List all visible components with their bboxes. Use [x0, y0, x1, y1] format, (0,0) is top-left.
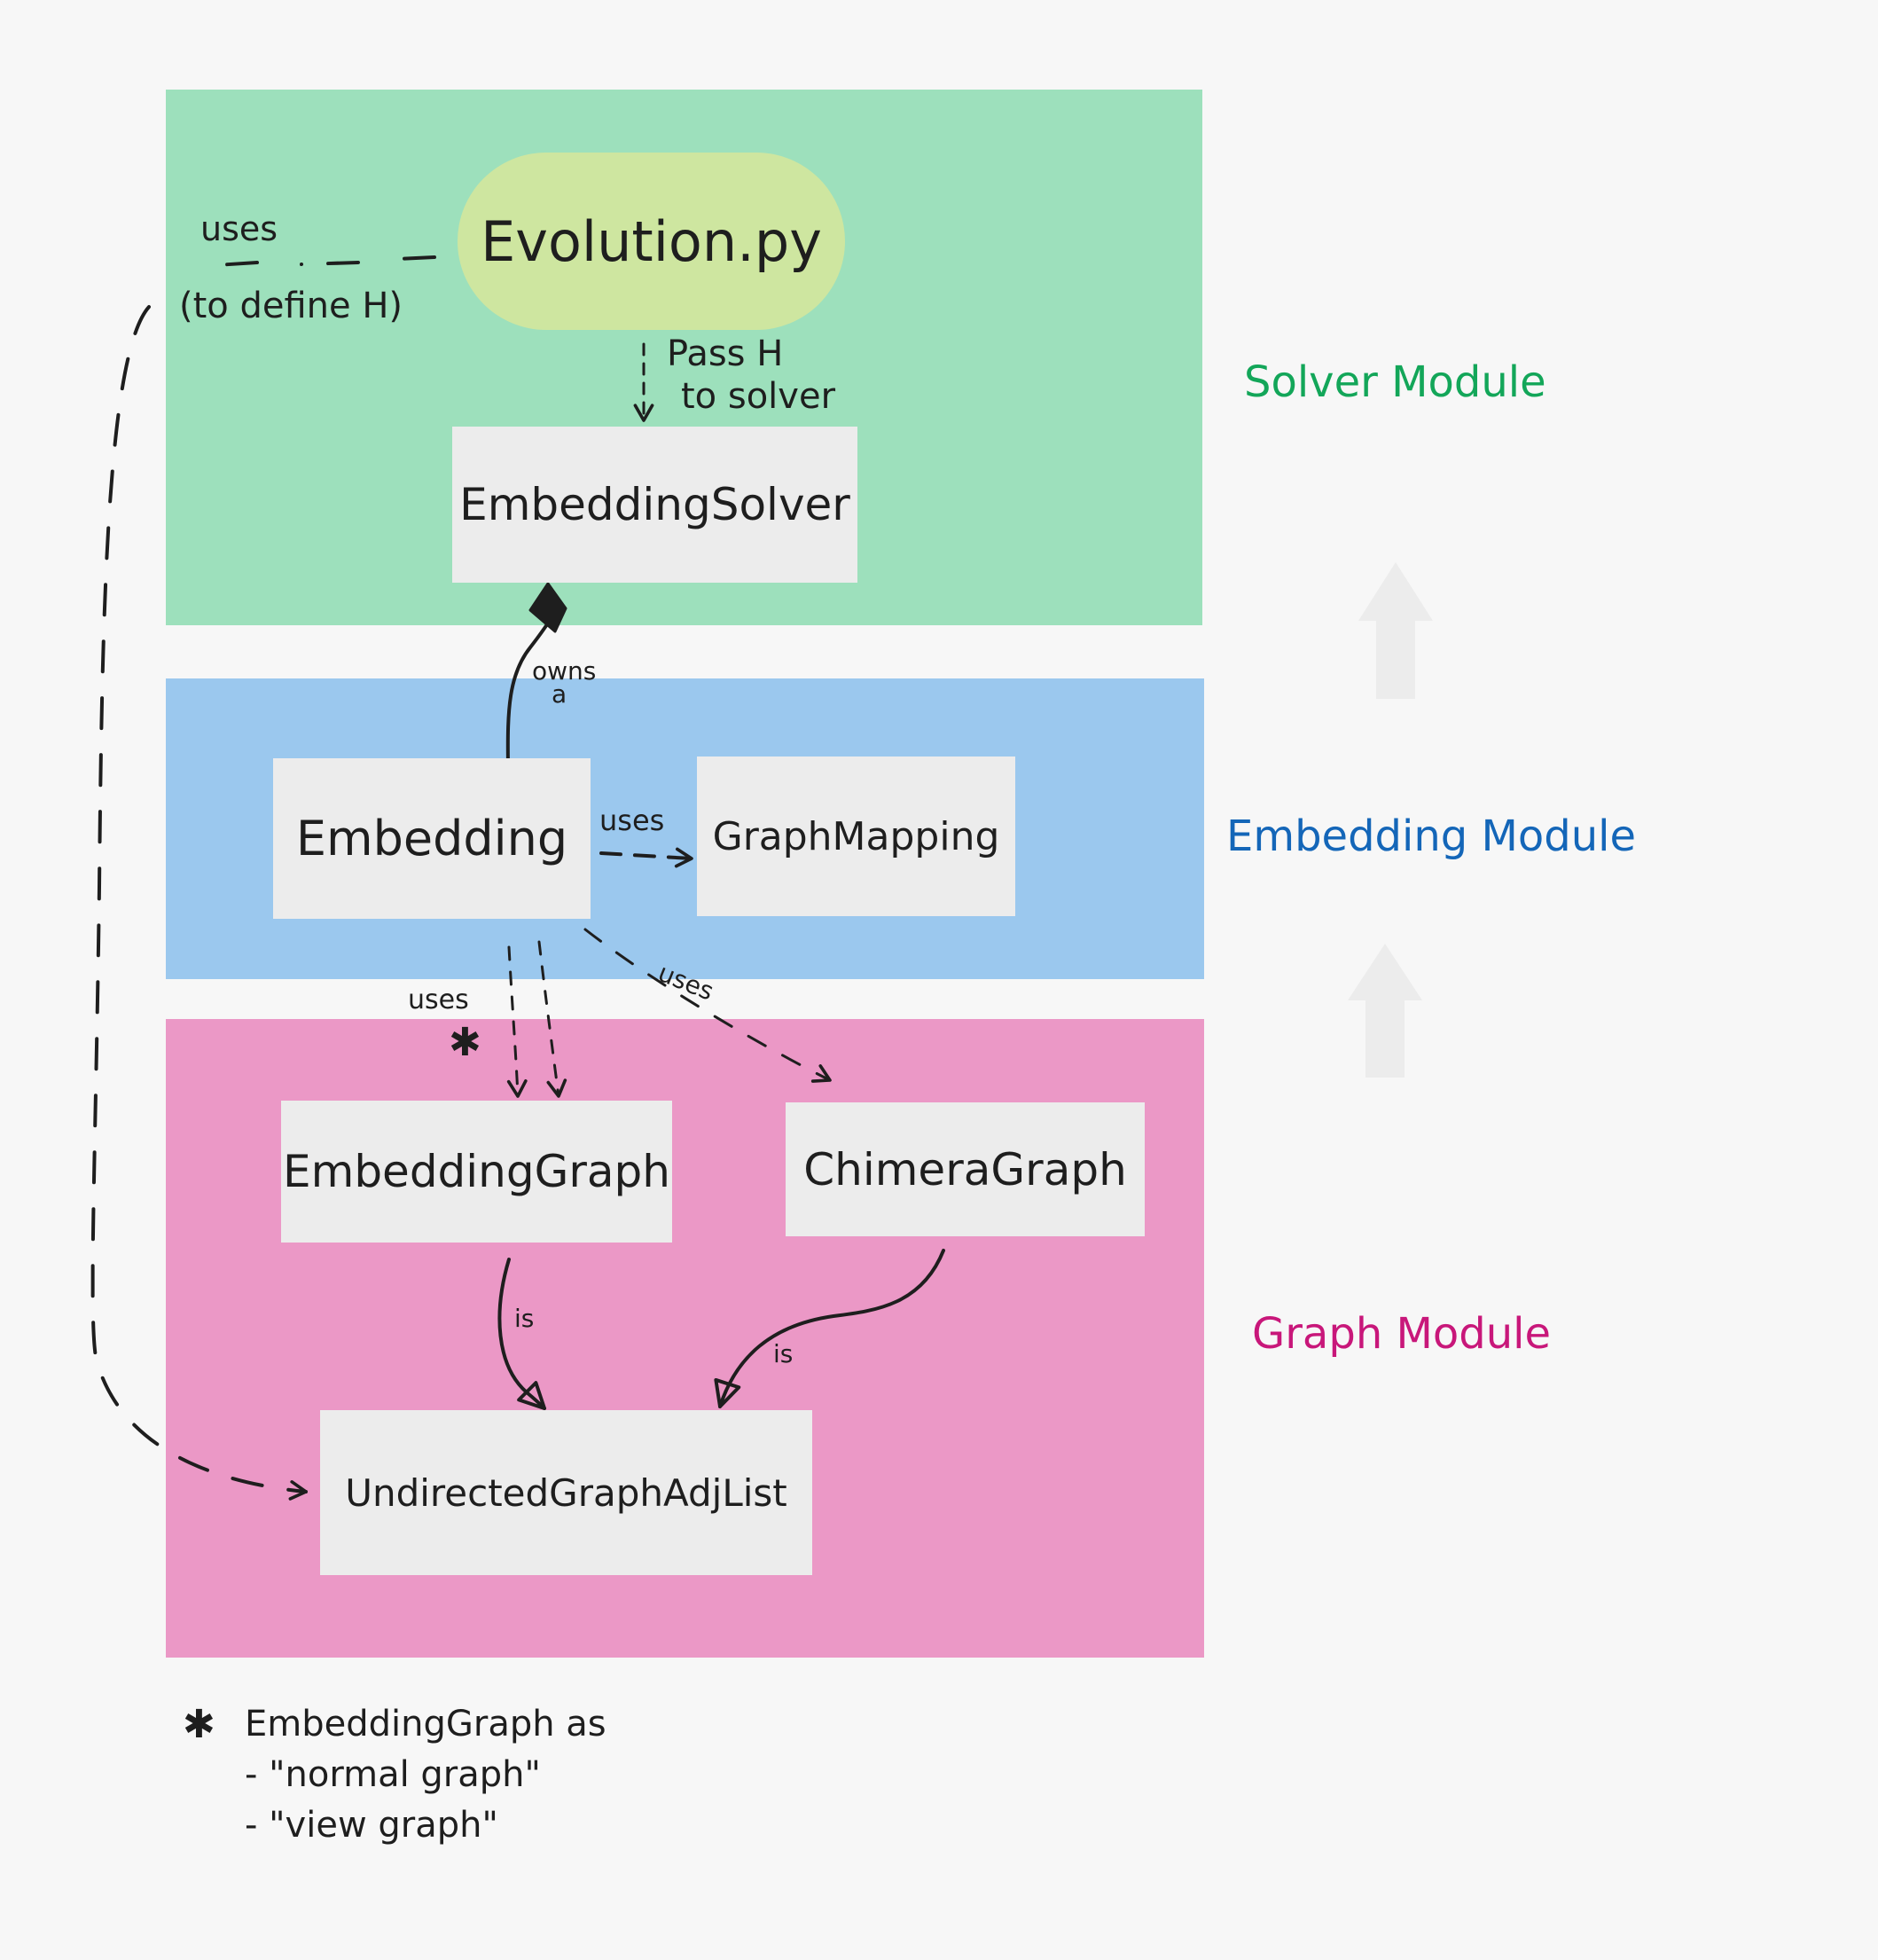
uses-embedding-graph-label: uses: [408, 984, 469, 1015]
evolution-uses-label: uses: [200, 209, 278, 248]
embedding-solver-node: EmbeddingSolver: [452, 427, 857, 583]
asterisk-icon: ✱: [449, 1020, 481, 1065]
embedding-graph-node-label: EmbeddingGraph: [283, 1146, 670, 1197]
footnote-asterisk-icon: ✱: [183, 1702, 215, 1747]
embedding-node-label: Embedding: [295, 811, 568, 866]
uses-chimera-connector: [583, 928, 832, 1083]
uses-embgraph-connector-1: [506, 945, 528, 1098]
embedding-module-label: Embedding Module: [1226, 811, 1637, 861]
uses-embgraph-connector-2: [537, 940, 567, 1098]
embedding-node: Embedding: [273, 758, 591, 919]
graph-mapping-node: GraphMapping: [697, 757, 1015, 916]
chimera-is-connector: [714, 1249, 945, 1408]
embedding-solver-node-label: EmbeddingSolver: [459, 479, 850, 530]
evolution-node: Evolution.py: [458, 153, 845, 330]
footnote-line: - "view graph": [245, 1805, 498, 1846]
is-embedding-graph-label: is: [514, 1304, 535, 1333]
footnote-lines: EmbeddingGraph as - "normal graph" - "vi…: [245, 1699, 606, 1851]
owns-connector: [505, 610, 557, 766]
composition-diamond: [528, 582, 567, 633]
uses-mapping-connector: [599, 847, 693, 868]
graph-module-label: Graph Module: [1252, 1309, 1552, 1359]
pass-h-label: Pass H: [667, 333, 784, 374]
undirected-graph-node: UndirectedGraphAdjList: [320, 1410, 812, 1575]
to-solver-label: to solver: [681, 376, 836, 417]
up-arrow-icon: [1348, 944, 1422, 1078]
embedding-graph-node: EmbeddingGraph: [281, 1101, 672, 1243]
owns-label: owns: [532, 656, 597, 686]
chimera-graph-node-label: ChimeraGraph: [803, 1143, 1127, 1196]
footnote-line: - "normal graph": [245, 1754, 541, 1795]
up-arrow-icon: [1358, 562, 1433, 699]
undirected-graph-node-label: UndirectedGraphAdjList: [345, 1470, 787, 1515]
footnote-line: EmbeddingGraph as: [245, 1704, 606, 1744]
graph-mapping-node-label: GraphMapping: [712, 813, 1000, 859]
is-chimera-label: is: [773, 1339, 794, 1368]
owns-a-label: a: [552, 679, 567, 709]
chimera-graph-node: ChimeraGraph: [786, 1102, 1145, 1236]
evolution-to-undirected-connector: [90, 255, 436, 1492]
evolution-node-label: Evolution.py: [481, 208, 822, 274]
solver-module-label: Solver Module: [1244, 357, 1546, 407]
embgraph-is-connector: [497, 1258, 546, 1410]
footnote: ✱ EmbeddingGraph as - "normal graph" - "…: [183, 1699, 606, 1851]
to-define-h-label: (to define H): [179, 286, 403, 326]
uses-mapping-label: uses: [599, 804, 665, 837]
